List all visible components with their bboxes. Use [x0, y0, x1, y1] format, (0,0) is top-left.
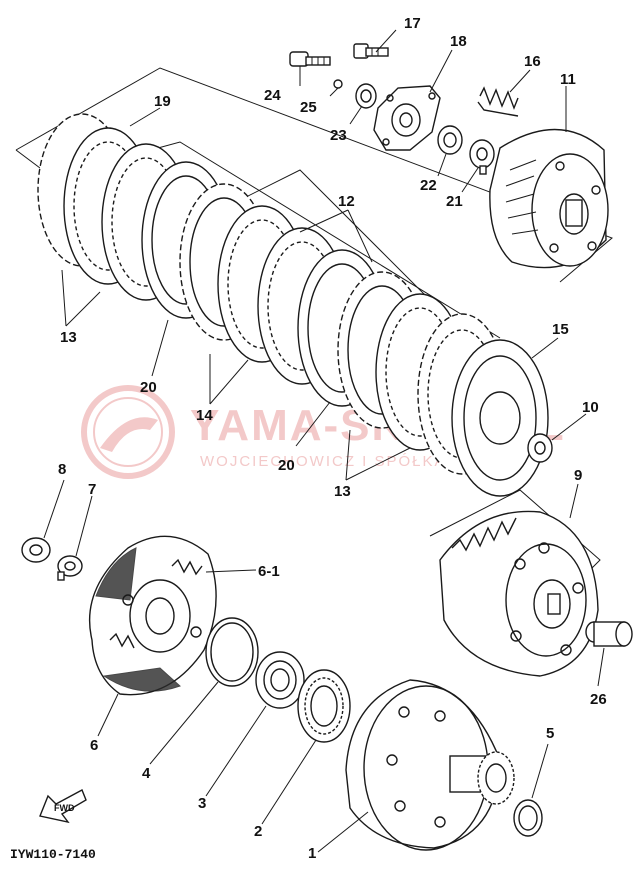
- label-part-18: 18: [450, 33, 467, 50]
- label-part-6-1: 6-1: [258, 563, 280, 580]
- label-part-4: 4: [142, 765, 151, 782]
- label-part-17: 17: [404, 15, 421, 32]
- label-part-24: 24: [264, 87, 281, 104]
- part-23-bearing: [355, 83, 377, 109]
- label-part-12: 12: [338, 193, 355, 210]
- label-part-8: 8: [58, 461, 66, 478]
- part-6-centrifugal-clutch: [88, 535, 217, 696]
- part-10-washer: [527, 433, 553, 463]
- label-part-14: 14: [196, 407, 213, 424]
- label-part-7: 7: [88, 481, 96, 498]
- part-9-clutch-boss: [439, 510, 599, 677]
- fwd-label: FWD: [54, 803, 75, 813]
- label-part-26: 26: [590, 691, 607, 708]
- part-16-spring: [477, 86, 519, 117]
- fwd-arrow-icon: FWD: [39, 789, 87, 824]
- label-part-16: 16: [524, 53, 541, 70]
- label-part-21: 21: [446, 193, 463, 210]
- part-labels: 1 2 3 4 5 6 6-1 7 8 9 10 11 12 13 13 14 …: [58, 15, 607, 862]
- label-part-25: 25: [300, 99, 317, 116]
- label-part-9: 9: [574, 467, 582, 484]
- watermark-logo-icon: [81, 385, 175, 479]
- part-11-pressure-plate: [489, 128, 609, 269]
- label-part-19: 19: [154, 93, 171, 110]
- part-4-o-ring: [205, 617, 259, 687]
- part-2-one-way-clutch: [297, 669, 351, 743]
- part-15-plate: [451, 339, 549, 497]
- label-part-22: 22: [420, 177, 437, 194]
- label-part-3: 3: [198, 795, 206, 812]
- label-part-1: 1: [308, 845, 316, 862]
- part-7-lock-washer: [57, 555, 83, 581]
- part-25-washer: [333, 79, 343, 89]
- label-part-6: 6: [90, 737, 98, 754]
- label-part-2: 2: [254, 823, 262, 840]
- part-1-primary-gear: [345, 679, 515, 851]
- upper-stack-bracket-left: [15, 149, 41, 169]
- label-part-5: 5: [546, 725, 554, 742]
- label-part-13-left: 13: [60, 329, 77, 346]
- part-18-plate: [373, 85, 441, 151]
- part-8-nut: [21, 537, 51, 563]
- part-21-lock-washer: [469, 139, 495, 175]
- label-part-23: 23: [330, 127, 347, 144]
- label-part-11: 11: [560, 71, 576, 88]
- part-17-screw: [353, 43, 389, 59]
- part-24-bolt: [289, 51, 331, 67]
- part-3-bearing: [255, 651, 305, 709]
- part-22-bearing: [437, 125, 463, 155]
- label-part-15: 15: [552, 321, 569, 338]
- label-part-10: 10: [582, 399, 599, 416]
- part-5-washer: [513, 799, 543, 837]
- part-26-collar: [585, 621, 633, 647]
- leader-lines: [43, 29, 605, 853]
- label-part-13-right: 13: [334, 483, 351, 500]
- label-part-20-right: 20: [278, 457, 295, 474]
- label-part-20-left: 20: [140, 379, 157, 396]
- drawing-code: IYW110-7140: [10, 847, 96, 862]
